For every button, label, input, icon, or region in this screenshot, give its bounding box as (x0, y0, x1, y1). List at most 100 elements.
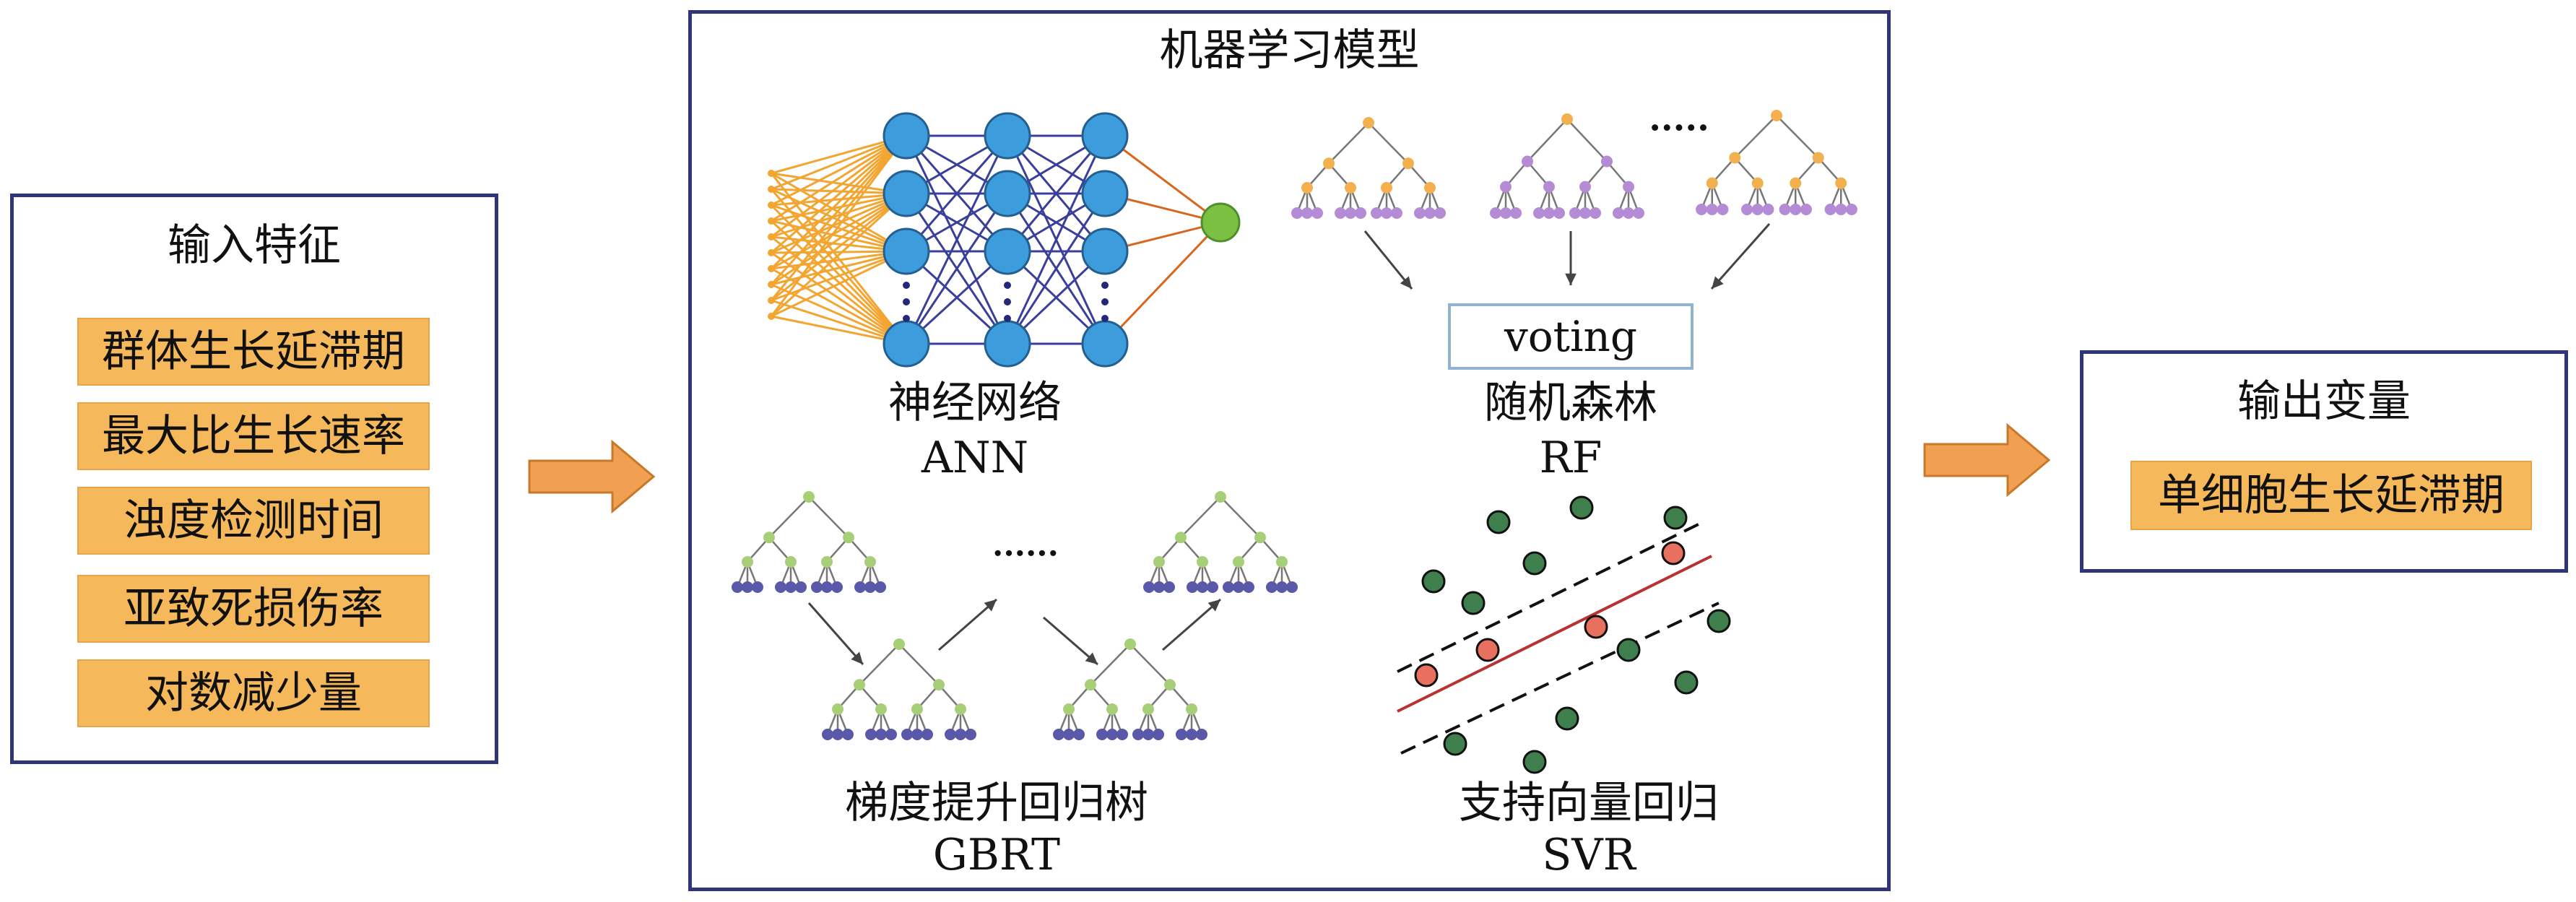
ann-neuron (1081, 227, 1129, 275)
ann-input-point (768, 170, 775, 177)
tree-node (1286, 581, 1298, 593)
tree-node (752, 581, 763, 593)
tree-node (1175, 532, 1187, 544)
tree-node (1143, 581, 1155, 593)
tree-node (1751, 177, 1764, 189)
svr-point (1569, 495, 1594, 520)
tree-node (785, 581, 797, 593)
svr-point (1443, 732, 1467, 756)
tree-node (1243, 581, 1254, 593)
tree-node (1613, 207, 1624, 219)
tree-node (854, 679, 865, 691)
tree-node (1196, 729, 1207, 740)
tree-node (854, 581, 866, 593)
tree-node (732, 581, 743, 593)
tree-node (1345, 182, 1356, 194)
ann-ellipsis-dot (1101, 315, 1109, 322)
tree-node (1106, 729, 1118, 740)
ann-ellipsis-dot (1004, 282, 1011, 289)
tree-node (1164, 679, 1176, 691)
tree-node (742, 581, 753, 593)
tree-node (1434, 207, 1446, 219)
tree-node (1233, 556, 1244, 568)
tree-node (911, 703, 923, 715)
gbrt-arrowhead (851, 651, 863, 664)
svr-point (1707, 609, 1731, 633)
rf-abbr: RF (1539, 433, 1603, 483)
tree-node (1163, 581, 1175, 593)
tree-node (1301, 207, 1313, 219)
ann-input-point (768, 186, 775, 193)
svr-support-vector (1475, 638, 1500, 662)
tree-node (1187, 581, 1198, 593)
tree-node (1741, 204, 1753, 215)
tree-node (842, 729, 854, 740)
tree-node (1355, 207, 1366, 219)
tree-node (1696, 204, 1708, 215)
tree-node (811, 581, 823, 593)
tree-node (1391, 207, 1402, 219)
ann-input-point (768, 233, 775, 240)
tree-node (1301, 182, 1313, 194)
ann-output-neuron (1200, 202, 1241, 243)
model-panel-title: 机器学习模型 (1159, 25, 1420, 76)
ann-abbr: ANN (921, 433, 1029, 483)
tree-node (1215, 491, 1226, 503)
ann-neuron (1081, 112, 1129, 160)
svr-margin-lower (1400, 602, 1719, 755)
tree-node (1363, 117, 1374, 129)
tree-node (1845, 204, 1857, 215)
feature-item: 浊度检测时间 (77, 487, 430, 555)
tree-node (911, 729, 923, 740)
tree-node (1812, 152, 1824, 164)
tree-node (1835, 177, 1847, 189)
tree-node (1402, 157, 1414, 170)
ann-ellipsis-dot (1004, 315, 1011, 322)
output-target-item: 单细胞生长延滞期 (2130, 461, 2532, 530)
gbrt-arrowhead (984, 599, 997, 612)
ann-neuron (882, 227, 930, 275)
tree-node (821, 556, 833, 568)
output-panel-title: 输出变量 (2237, 376, 2411, 427)
ann-neuron (984, 227, 1031, 275)
tree-node (1510, 207, 1522, 219)
tree-node (1197, 581, 1208, 593)
tree-node (1522, 155, 1533, 168)
tree-node (1824, 204, 1836, 215)
gbrt-name: 梯度提升回归树 (845, 778, 1148, 828)
svr-point (1674, 670, 1699, 695)
svr-point (1421, 569, 1446, 594)
tree-node (921, 729, 933, 740)
tree-node (1790, 204, 1802, 215)
tree-node (1176, 729, 1187, 740)
tree-node (1291, 207, 1303, 219)
gbrt-arrowhead (1207, 599, 1220, 612)
tree-node (1569, 207, 1581, 219)
rf-voting-box: voting (1448, 303, 1694, 370)
tree-node (1142, 729, 1154, 740)
tree-node (1085, 679, 1096, 691)
svr-support-vector (1584, 615, 1608, 639)
tree-node (785, 556, 797, 568)
ann-ellipsis-dot (903, 282, 910, 289)
tree-node (1561, 113, 1573, 125)
tree-node (1063, 703, 1075, 715)
tree-node (1335, 207, 1346, 219)
tree-node (1096, 729, 1108, 740)
feature-item: 亚致死损伤率 (77, 575, 430, 643)
svr-point (1616, 638, 1641, 662)
tree-node (1124, 638, 1136, 650)
ann-ellipsis-dot (1004, 298, 1011, 305)
ann-neuron (882, 112, 930, 160)
tree-node (1116, 729, 1128, 740)
tree-node (1276, 556, 1288, 568)
rf-arrowhead (1565, 273, 1577, 285)
tree-node (742, 556, 753, 568)
tree-node (875, 703, 887, 715)
tree-node (1579, 181, 1591, 193)
tree-node (901, 729, 913, 740)
svr-support-vector (1661, 541, 1686, 565)
tree-node (933, 679, 945, 691)
svr-point (1555, 706, 1579, 731)
tree-node (1345, 207, 1356, 219)
